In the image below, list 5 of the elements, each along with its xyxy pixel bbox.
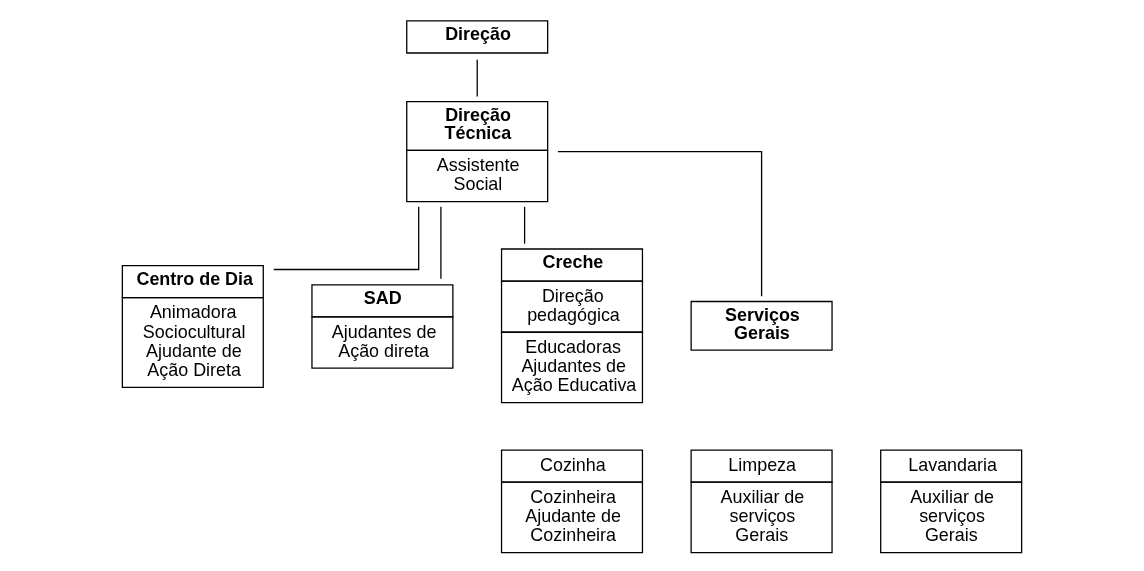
connector bbox=[523, 206, 526, 245]
connector bbox=[476, 59, 478, 98]
connector bbox=[557, 151, 763, 297]
connector bbox=[273, 206, 420, 271]
connector bbox=[440, 206, 442, 280]
